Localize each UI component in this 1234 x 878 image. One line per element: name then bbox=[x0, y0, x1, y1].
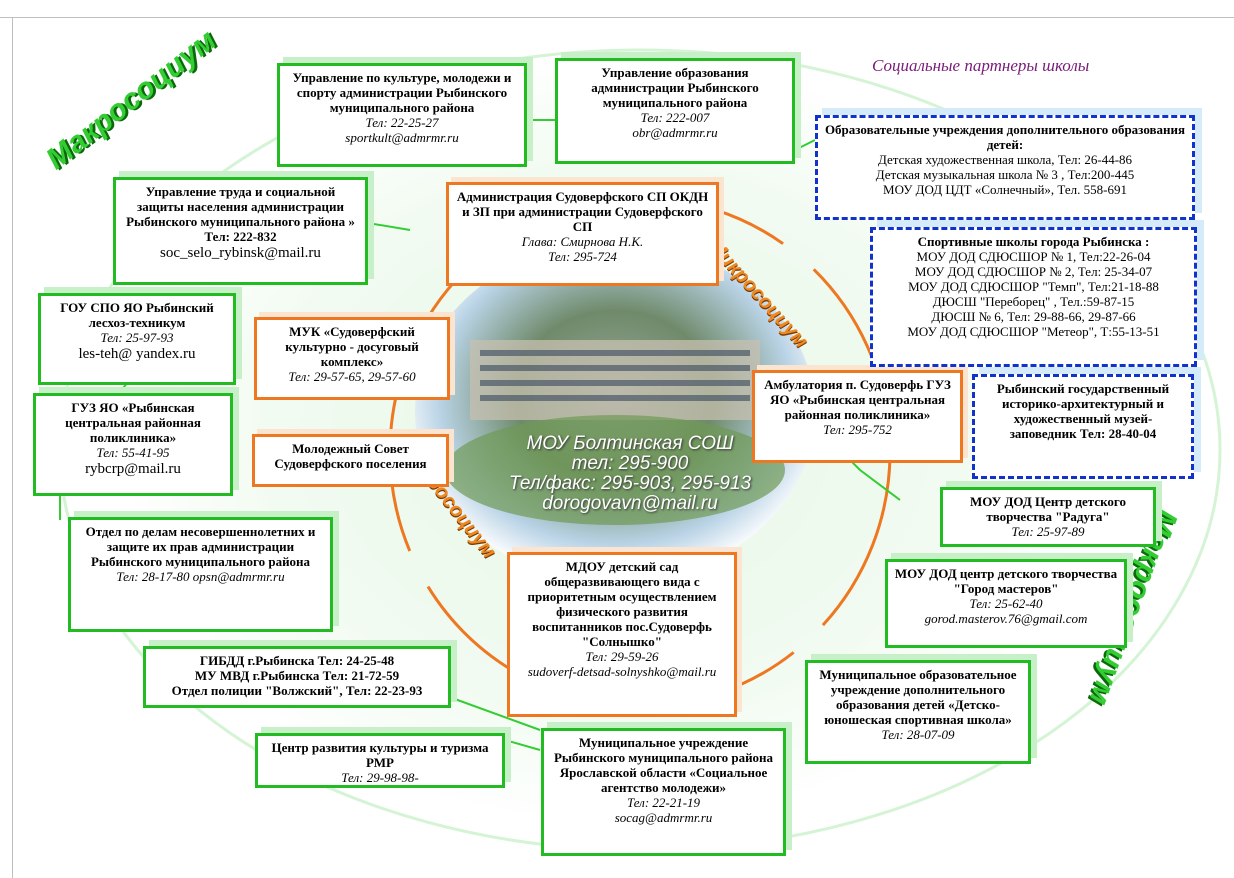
box-dop-education-line3: МОУ ДОД ЦДТ «Солнечный», Тел. 558-691 bbox=[883, 182, 1127, 197]
box-dop-education-name: Образовательные учреждения дополнительно… bbox=[824, 122, 1186, 152]
box-youth-council: Молодежный Совет Судоверфского поселения bbox=[252, 434, 449, 487]
box-education-tel: Тел: 222-007 bbox=[640, 110, 710, 125]
box-forestry: ГОУ СПО ЯО Рыбинский лесхоз-техникум Тел… bbox=[38, 293, 236, 385]
top-border-line bbox=[0, 17, 1234, 18]
left-border-line bbox=[12, 17, 13, 878]
box-ambulatory-name: Амбулатория п. Судоверфь ГУЗ ЯО «Рыбинск… bbox=[764, 377, 951, 422]
box-dop-education: Образовательные учреждения дополнительно… bbox=[815, 115, 1195, 220]
box-muk-name: МУК «Судоверфский культурно - досуговый … bbox=[285, 324, 419, 369]
box-tourism-name: Центр развития культуры и туризма РМР bbox=[271, 740, 489, 770]
box-social-agency-email: socag@admrmr.ru bbox=[614, 810, 713, 825]
box-gibdd: ГИБДД г.Рыбинска Тел: 24-25-48 МУ МВД г.… bbox=[143, 646, 451, 708]
box-gibdd-line1: ГИБДД г.Рыбинска Тел: 24-25-48 bbox=[199, 653, 395, 668]
box-sport-schools: Спортивные школы города Рыбинска : МОУ Д… bbox=[870, 227, 1197, 367]
box-muk-tel: Тел: 29-57-65, 29-57-60 bbox=[288, 369, 416, 384]
box-kindergarten: МДОУ детский сад общеразвивающего вида с… bbox=[507, 552, 737, 717]
box-labor-name: Управление труда и социальной защиты нас… bbox=[126, 184, 355, 244]
box-masters-email: gorod.masterov.76@gmail.com bbox=[924, 611, 1088, 626]
box-social-agency: Муниципальное учреждение Рыбинского муни… bbox=[541, 728, 786, 856]
box-museum: Рыбинский государственный историко-архит… bbox=[972, 374, 1194, 479]
box-sport-schools-line6: МОУ ДОД СДЮСШОР "Метеор", Т:55-13-51 bbox=[907, 324, 1160, 339]
box-admin-head: Глава: Смирнова Н.К. bbox=[521, 234, 644, 249]
box-museum-name: Рыбинский государственный историко-архит… bbox=[996, 381, 1170, 441]
box-youth-sport-tel: Тел: 28-07-09 bbox=[881, 727, 955, 742]
box-forestry-tel: Тел: 25-97-93 bbox=[100, 330, 174, 345]
box-youth-council-name: Молодежный Совет Судоверфского поселения bbox=[274, 441, 427, 471]
box-culture: Управление по культуре, молодежи и спорт… bbox=[277, 63, 527, 167]
box-sport-schools-line2: МОУ ДОД СДЮСШОР № 2, Тел: 25-34-07 bbox=[914, 264, 1153, 279]
box-education: Управление образования администрации Рыб… bbox=[555, 58, 795, 164]
box-kindergarten-email: sudoverf-detsad-solnyshko@mail.ru bbox=[527, 664, 717, 679]
school-name: МОУ Болтинская СОШ bbox=[526, 433, 734, 454]
box-ambulatory-tel: Тел: 295-752 bbox=[823, 422, 892, 437]
box-education-email: obr@admrmr.ru bbox=[632, 125, 718, 140]
box-gibdd-line3: Отдел полиции "Волжский", Тел: 22-23-93 bbox=[171, 683, 423, 698]
box-labor: Управление труда и социальной защиты нас… bbox=[113, 177, 368, 285]
box-gibdd-line2: МУ МВД г.Рыбинска Тел: 21-72-59 bbox=[194, 668, 400, 683]
box-admin-name: Администрация Судоверфского СП ОКДН и ЗП… bbox=[456, 189, 709, 234]
box-culture-tel: Тел: 22-25-27 bbox=[365, 115, 439, 130]
school-info: МОУ Болтинская СОШ тел: 295-900 Тел/факс… bbox=[465, 434, 795, 514]
box-kindergarten-name: МДОУ детский сад общеразвивающего вида с… bbox=[527, 559, 717, 649]
box-masters-name: МОУ ДОД центр детского творчества "Город… bbox=[894, 566, 1118, 596]
box-clinic: ГУЗ ЯО «Рыбинская центральная районная п… bbox=[33, 393, 233, 496]
box-admin-tel: Тел: 295-724 bbox=[548, 249, 617, 264]
box-sport-schools-line4: ДЮСШ "Переборец" , Тел.:59-87-15 bbox=[932, 294, 1135, 309]
box-clinic-tel: Тел: 55-41-95 bbox=[96, 445, 170, 460]
box-muk: МУК «Судоверфский культурно - досуговый … bbox=[254, 317, 450, 400]
box-culture-name: Управление по культуре, молодежи и спорт… bbox=[292, 70, 512, 115]
box-sport-schools-line3: МОУ ДОД СДЮСШОР "Темп", Тел:21-18-88 bbox=[908, 279, 1159, 294]
box-tourism-tel: Тел: 29-98-98- bbox=[341, 770, 419, 785]
box-social-agency-tel: Тел: 22-21-19 bbox=[626, 795, 701, 810]
box-minors-tel: Тел: 28-17-80 opsn@admrmr.ru bbox=[116, 569, 285, 584]
box-sport-schools-line5: ДЮСШ № 6, Тел: 29-88-66, 29-87-66 bbox=[931, 309, 1136, 324]
box-forestry-name: ГОУ СПО ЯО Рыбинский лесхоз-техникум bbox=[60, 300, 214, 330]
box-dop-education-line2: Детская музыкальная школа № 3 , Тел:200-… bbox=[875, 167, 1135, 182]
box-dop-education-line1: Детская художественная школа, Тел: 26-44… bbox=[877, 152, 1133, 167]
box-raduga-name: МОУ ДОД Центр детского творчества "Радуг… bbox=[970, 494, 1126, 524]
box-ambulatory: Амбулатория п. Судоверфь ГУЗ ЯО «Рыбинск… bbox=[752, 370, 963, 463]
school-fax: Тел/факс: 295-903, 295-913 bbox=[508, 473, 752, 494]
box-forestry-email: les-teh@ yandex.ru bbox=[78, 346, 196, 362]
box-social-agency-name: Муниципальное учреждение Рыбинского муни… bbox=[553, 735, 774, 795]
school-trees bbox=[445, 415, 785, 525]
box-minors: Отдел по делам несовершеннолетних и защи… bbox=[68, 517, 333, 632]
box-raduga-tel: Тел: 25-97-89 bbox=[1011, 524, 1085, 539]
school-phone: тел: 295-900 bbox=[571, 453, 689, 474]
school-windows bbox=[480, 350, 750, 401]
box-culture-email: sportkult@admrmr.ru bbox=[345, 130, 459, 145]
box-youth-sport-name: Муниципальное образовательное учреждение… bbox=[819, 667, 1017, 727]
box-masters: МОУ ДОД центр детского творчества "Город… bbox=[885, 559, 1127, 648]
box-admin: Администрация Судоверфского СП ОКДН и ЗП… bbox=[446, 182, 719, 286]
box-kindergarten-tel: Тел: 29-59-26 bbox=[585, 649, 659, 664]
box-minors-name: Отдел по делам несовершеннолетних и защи… bbox=[85, 524, 316, 569]
box-masters-tel: Тел: 25-62-40 bbox=[969, 596, 1043, 611]
box-tourism: Центр развития культуры и туризма РМР Те… bbox=[255, 733, 505, 788]
page-title: Социальные партнеры школы bbox=[872, 56, 1090, 75]
box-labor-email: soc_selo_rybinsk@mail.ru bbox=[160, 245, 321, 261]
box-youth-sport: Муниципальное образовательное учреждение… bbox=[805, 660, 1031, 764]
box-clinic-name: ГУЗ ЯО «Рыбинская центральная районная п… bbox=[65, 400, 201, 445]
box-sport-schools-line1: МОУ ДОД СДЮСШОР № 1, Тел:22-26-04 bbox=[916, 249, 1151, 264]
box-clinic-email: rybcrp@mail.ru bbox=[85, 461, 181, 477]
box-raduga: МОУ ДОД Центр детского творчества "Радуг… bbox=[940, 487, 1156, 547]
box-education-name: Управление образования администрации Рыб… bbox=[591, 65, 759, 110]
box-sport-schools-name: Спортивные школы города Рыбинска : bbox=[917, 234, 1150, 249]
school-email: dorogovavn@mail.ru bbox=[542, 493, 718, 514]
